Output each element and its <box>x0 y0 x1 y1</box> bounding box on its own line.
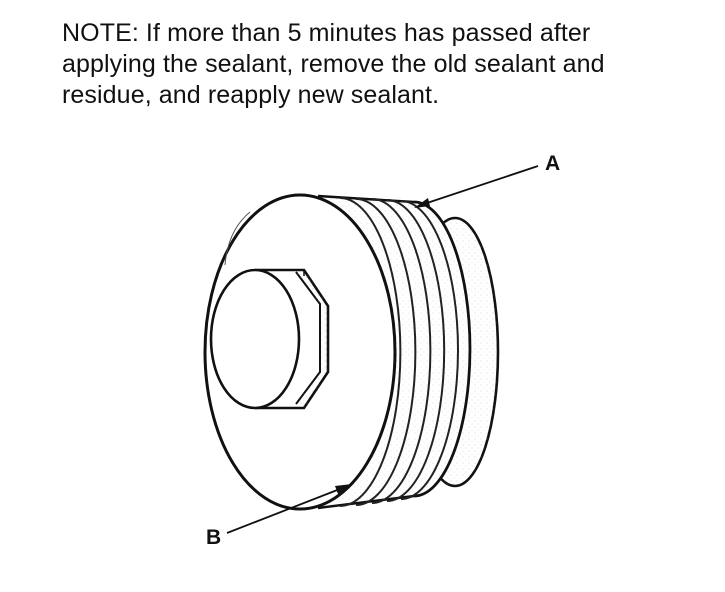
callout-label-b: B <box>206 526 222 549</box>
leader-a <box>420 165 539 206</box>
note-line-1: NOTE: If more than 5 minutes has passed … <box>62 19 591 47</box>
note-line-3: residue, and reapply new sealant. <box>62 81 440 109</box>
leader-a-arrowhead <box>414 198 430 208</box>
leader-b <box>226 486 346 534</box>
callout-leaders <box>226 165 539 534</box>
hex-head <box>209 268 330 410</box>
sealant-note: NOTE: If more than 5 minutes has passed … <box>62 18 712 111</box>
callout-label-a: A <box>545 152 561 175</box>
leader-b-arrowhead <box>335 484 352 494</box>
thread-ridges <box>339 197 459 507</box>
note-line-2: applying the sealant, remove the old sea… <box>62 50 605 78</box>
